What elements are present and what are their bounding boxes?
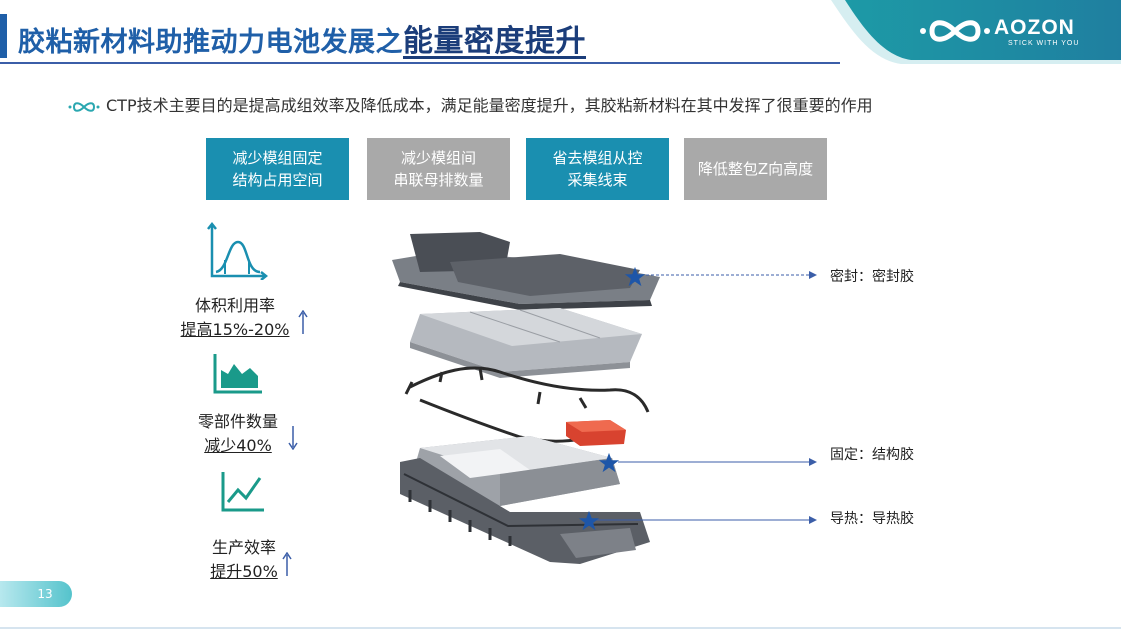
feature-box-1: 减少模组固定结构占用空间 — [206, 138, 349, 200]
metric-value: 提高15%-20% — [176, 316, 294, 340]
callout-fixing: 固定：结构胶 — [830, 447, 914, 463]
callout-leaders — [596, 271, 817, 524]
star-icon — [598, 452, 620, 473]
aozon-infinity-icon — [68, 101, 100, 112]
feature-box-4-line1: 降低整包Z向高度 — [697, 160, 814, 178]
intro-text: CTP技术主要目的是提高成组效率及降低成本，满足能量密度提升，其胶粘新材料在其中… — [106, 96, 873, 115]
distribution-curve-icon — [207, 222, 268, 280]
metric-parts-count: 零部件数量 减少40% — [186, 408, 290, 456]
feature-box-3-line1: 省去模组从控 — [552, 149, 643, 167]
metric-value-text: 减少40% — [204, 436, 272, 455]
title-accent-bar — [0, 14, 7, 58]
intro-bullet: CTP技术主要目的是提高成组效率及降低成本，满足能量密度提升，其胶粘新材料在其中… — [68, 92, 873, 116]
metric-name: 体积利用率 — [194, 296, 275, 315]
metric-value-text: 提高15%-20% — [180, 320, 290, 339]
metric-name: 零部件数量 — [197, 412, 278, 431]
brand-tagline: STICK WITH YOU — [1008, 40, 1080, 47]
page-number-badge: 13 — [0, 581, 72, 607]
area-chart-icon — [213, 354, 262, 394]
arrow-up-icon — [282, 552, 292, 576]
pack-lower-tray — [400, 458, 650, 564]
line-chart-icon — [221, 472, 264, 512]
feature-box-1-line2: 结构占用空间 — [232, 171, 323, 189]
header-divider — [0, 62, 840, 64]
metric-value: 提升50% — [196, 558, 292, 582]
aozon-infinity-icon — [920, 20, 990, 42]
feature-box-4: 降低整包Z向高度 — [684, 138, 827, 200]
page-number: 13 — [37, 587, 53, 601]
aozon-logo: AOZON STICK WITH YOU — [918, 14, 1094, 54]
title-prefix: 胶粘新材料助推动力电池发展之 — [18, 27, 403, 58]
callout-thermal: 导热：导热胶 — [830, 511, 914, 527]
metric-value: 减少40% — [186, 432, 290, 456]
feature-box-2-line2: 串联母排数量 — [393, 171, 484, 189]
star-icon — [624, 266, 646, 287]
metric-name: 生产效率 — [211, 538, 276, 557]
metric-volume-utilization: 体积利用率 提高15%-20% — [176, 292, 294, 340]
title-highlight: 能量密度提升 — [403, 24, 586, 59]
star-icon — [578, 510, 600, 531]
metric-value-text: 提升50% — [210, 562, 278, 581]
arrow-down-icon — [288, 426, 298, 450]
arrow-up-icon — [298, 310, 308, 334]
feature-box-1-line1: 减少模组固定 — [232, 149, 323, 167]
feature-box-3: 省去模组从控采集线束 — [526, 138, 669, 200]
pack-top-cover — [392, 232, 660, 310]
metric-production-efficiency: 生产效率 提升50% — [196, 534, 292, 582]
pack-bms-module — [566, 420, 626, 446]
footer-divider — [0, 627, 1121, 629]
page-title: 胶粘新材料助推动力电池发展之能量密度提升 — [18, 16, 586, 60]
pack-module-plates — [410, 308, 642, 378]
feature-box-2-line1: 减少模组间 — [400, 149, 476, 167]
brand-name: AOZON — [994, 16, 1075, 39]
feature-box-3-line2: 采集线束 — [567, 171, 628, 189]
feature-box-2: 减少模组间串联母排数量 — [367, 138, 510, 200]
callout-sealing: 密封：密封胶 — [830, 269, 914, 285]
battery-pack-exploded-illustration — [392, 232, 660, 564]
